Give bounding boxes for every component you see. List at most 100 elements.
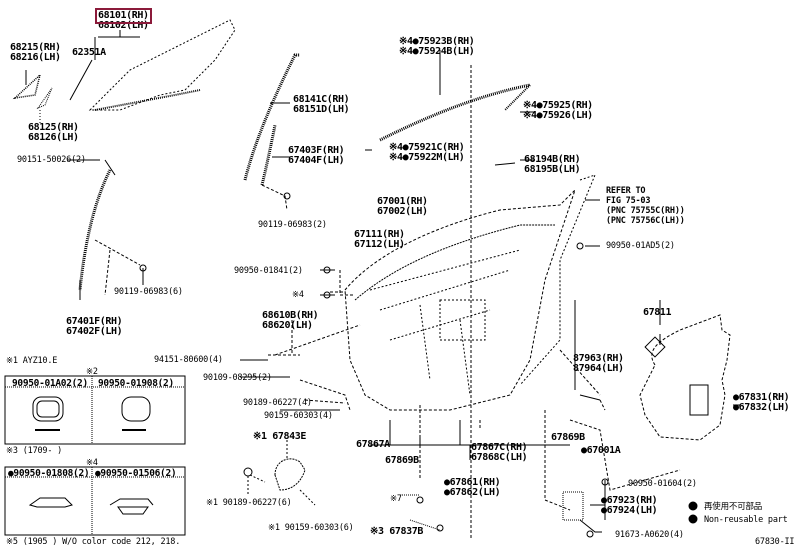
part-label-62351a[interactable]: 62351A bbox=[72, 47, 106, 58]
part-number-lh: 68102(LH) bbox=[98, 20, 149, 31]
part-number-rh: 87963(RH) bbox=[573, 353, 624, 364]
refer-line-2: FIG 75-03 bbox=[606, 196, 651, 206]
part-label-91673[interactable]: 91673-A0620(4) bbox=[615, 530, 684, 540]
part-number-lh: 68216(LH) bbox=[10, 52, 61, 63]
part-number-rh: 67001(RH) bbox=[377, 196, 428, 207]
part-number-rh: 68610B(RH) bbox=[262, 310, 319, 321]
part-label-67111[interactable]: 67111(RH) 67112(LH) bbox=[354, 230, 405, 250]
part-number-rh: ●67923(RH) bbox=[601, 495, 658, 506]
part-number-lh: ※4●75924B(LH) bbox=[399, 46, 475, 57]
part-label-67867a[interactable]: 67867A bbox=[356, 439, 390, 450]
note-4-marker: ※4 bbox=[86, 458, 98, 468]
part-label-67837b[interactable]: ※3 67837B bbox=[370, 526, 423, 537]
part-label-90189-4[interactable]: 90189-06227(4) bbox=[243, 398, 312, 408]
belt-moulding bbox=[379, 83, 531, 142]
part-number-lh: ※4●75926(LH) bbox=[523, 110, 593, 121]
part-number-lh: ※4●75922M(LH) bbox=[389, 152, 465, 163]
part-label-90119-2[interactable]: 90119-06983(2) bbox=[258, 220, 327, 230]
part-label-67923[interactable]: ●67923(RH) ●67924(LH) bbox=[601, 495, 658, 516]
part-label-94151[interactable]: 94151-80600(4) bbox=[154, 355, 223, 365]
run-channel-67401 bbox=[78, 169, 112, 291]
part-label-67001a[interactable]: ●67001A bbox=[581, 445, 621, 456]
part-label-75921[interactable]: ※4●75921C(RH) ※4●75922M(LH) bbox=[389, 142, 465, 163]
part-label-67401[interactable]: 67401F(RH) 67402F(LH) bbox=[66, 316, 123, 337]
glass-pointer bbox=[98, 30, 140, 38]
part-number-rh: 68125(RH) bbox=[28, 122, 79, 133]
part-label-68215[interactable]: 68215(RH) 68216(LH) bbox=[10, 43, 61, 63]
part-label-90950-01ad5[interactable]: 90950-01AD5(2) bbox=[606, 241, 675, 251]
part-number-rh: 68194B(RH) bbox=[524, 154, 581, 165]
legend-non-reusable-jp: 再使用不可部品 bbox=[704, 502, 763, 512]
part-number-lh: 68620(LH) bbox=[262, 320, 313, 331]
part-label-68125[interactable]: 68125(RH) 68126(LH) bbox=[28, 123, 79, 143]
part-label-75925[interactable]: ※4●75925(RH) ※4●75926(LH) bbox=[523, 101, 593, 121]
part-number-lh: 67402F(LH) bbox=[66, 326, 123, 337]
part-label-68610[interactable]: 68610B(RH) 68620(LH) bbox=[262, 310, 319, 331]
note-3: ※3 (1709- ) bbox=[6, 446, 63, 456]
part-label-68194[interactable]: 68194B(RH) 68195B(LH) bbox=[524, 154, 581, 175]
part-label-90950-01841[interactable]: 90950-01841(2) bbox=[234, 266, 303, 276]
table-bottom-right-part[interactable]: ●90950-01506(2) bbox=[95, 468, 177, 479]
part-number-lh: ●67924(LH) bbox=[601, 505, 658, 516]
part-label-67869b-left[interactable]: 67869B bbox=[385, 455, 419, 466]
part-number-lh: 68195B(LH) bbox=[524, 164, 581, 175]
part-number-lh: 67112(LH) bbox=[354, 239, 405, 250]
door-shell-outline bbox=[344, 189, 576, 411]
refer-line-1: REFER TO bbox=[606, 186, 646, 196]
note-2-marker: ※2 bbox=[86, 367, 98, 377]
part-label-67867c[interactable]: 67867C(RH) 67868C(LH) bbox=[471, 442, 528, 463]
part-number-rh: ●67861(RH) bbox=[444, 477, 501, 488]
highlighted-part-number[interactable]: 68101(RH) bbox=[95, 8, 152, 24]
part-number-rh: ※4●75923B(RH) bbox=[399, 36, 475, 47]
door-panel-67831 bbox=[639, 314, 731, 441]
part-label-68101[interactable]: 68101(RH) 68102(LH) bbox=[95, 8, 152, 31]
part-label-67843e[interactable]: ※1 67843E bbox=[253, 431, 306, 442]
corner-piece-68215 bbox=[12, 72, 42, 100]
part-label-67869b-right[interactable]: 67869B bbox=[551, 432, 585, 443]
part-number-lh: 67868C(LH) bbox=[471, 452, 528, 463]
table-top-right-part[interactable]: 90950-01908(2) bbox=[98, 378, 174, 389]
note-ref-7[interactable]: ※7 bbox=[390, 494, 402, 504]
table-bottom-left-part[interactable]: ●90950-01808(2) bbox=[8, 468, 90, 479]
part-label-67831[interactable]: ●67831(RH) ●67832(LH) bbox=[733, 392, 790, 413]
part-number-lh: 68126(LH) bbox=[28, 132, 79, 143]
part-number-rh: ●67831(RH) bbox=[733, 392, 790, 403]
note-ref-4[interactable]: ※4 bbox=[292, 290, 304, 300]
refer-line-4: (PNC 75756C(LH)) bbox=[606, 216, 685, 226]
part-label-90189-6[interactable]: ※1 90189-06227(6) bbox=[206, 498, 292, 508]
part-number-lh: 67002(LH) bbox=[377, 206, 428, 217]
door-glass-outline bbox=[88, 19, 236, 111]
part-label-90159-4[interactable]: 90159-60303(4) bbox=[264, 411, 333, 421]
part-number-lh: ●67832(LH) bbox=[733, 402, 790, 413]
part-label-87963[interactable]: 87963(RH) 87964(LH) bbox=[573, 354, 624, 374]
legend-non-reusable-en: Non-reusable part bbox=[704, 515, 788, 525]
part-label-68141[interactable]: 68141C(RH) 68151D(LH) bbox=[293, 94, 350, 115]
part-label-67811[interactable]: 67811 bbox=[643, 307, 672, 318]
part-number-rh: ※4●75921C(RH) bbox=[389, 142, 465, 153]
part-number-lh: 67404F(LH) bbox=[288, 155, 345, 166]
part-label-67861[interactable]: ●67861(RH) ●67862(LH) bbox=[444, 477, 501, 498]
table-top-left-part[interactable]: 90950-01A02(2) bbox=[12, 378, 88, 389]
figure-code: 67830-II bbox=[755, 537, 795, 547]
part-number-rh: ※4●75925(RH) bbox=[523, 100, 593, 111]
part-number-rh: 68215(RH) bbox=[10, 42, 61, 53]
part-number-rh: 67401F(RH) bbox=[66, 316, 123, 327]
part-label-90159-6[interactable]: ※1 90159-60303(6) bbox=[268, 523, 354, 533]
refer-to-note[interactable]: REFER TO FIG 75-03 (PNC 75755C(RH)) (PNC… bbox=[606, 186, 685, 226]
part-label-90109[interactable]: 90109-08295(2) bbox=[203, 373, 272, 383]
part-label-90151[interactable]: 90151-50026(2) bbox=[17, 155, 86, 165]
part-number-rh: 67403F(RH) bbox=[288, 145, 345, 156]
part-label-90119-6[interactable]: 90119-06983(6) bbox=[114, 287, 183, 297]
part-label-67403[interactable]: 67403F(RH) 67404F(LH) bbox=[288, 145, 345, 166]
note-1: ※1 AYZ10.E bbox=[6, 356, 58, 366]
run-channel-67403 bbox=[260, 124, 277, 186]
part-number-rh: 68141C(RH) bbox=[293, 94, 350, 105]
part-label-67001[interactable]: 67001(RH) 67002(LH) bbox=[377, 197, 428, 217]
part-label-90950-01604[interactable]: 90950-01604(2) bbox=[628, 479, 697, 489]
part-label-75923[interactable]: ※4●75923B(RH) ※4●75924B(LH) bbox=[399, 36, 475, 57]
note-5: ※5 (1905 ) W/O color code 212, 218. bbox=[6, 537, 181, 547]
glass-lower-strip bbox=[94, 89, 201, 111]
part-number-rh: 67867C(RH) bbox=[471, 442, 528, 453]
